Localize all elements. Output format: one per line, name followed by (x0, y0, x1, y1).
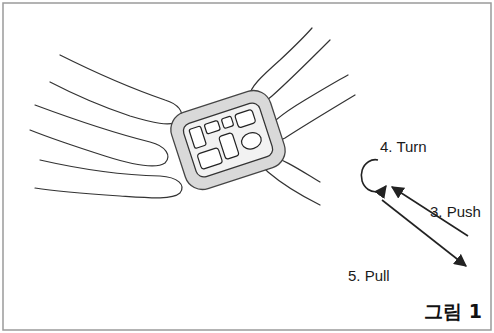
finger (50, 55, 182, 124)
hands (30, 28, 355, 205)
frame-border (3, 3, 491, 330)
step-label: 5. Pull (348, 268, 390, 285)
device-slots (189, 109, 265, 169)
ring-inner (181, 101, 274, 179)
finger (250, 28, 330, 102)
step-label: 3. Push (430, 204, 481, 221)
step-label: 4. Turn (380, 139, 427, 156)
thumb (35, 160, 182, 198)
figure-caption: 그림 1 (424, 301, 482, 322)
finger (30, 105, 168, 166)
ring-device (166, 86, 290, 194)
ring-outer (166, 86, 290, 194)
turn-arrow (361, 160, 386, 192)
